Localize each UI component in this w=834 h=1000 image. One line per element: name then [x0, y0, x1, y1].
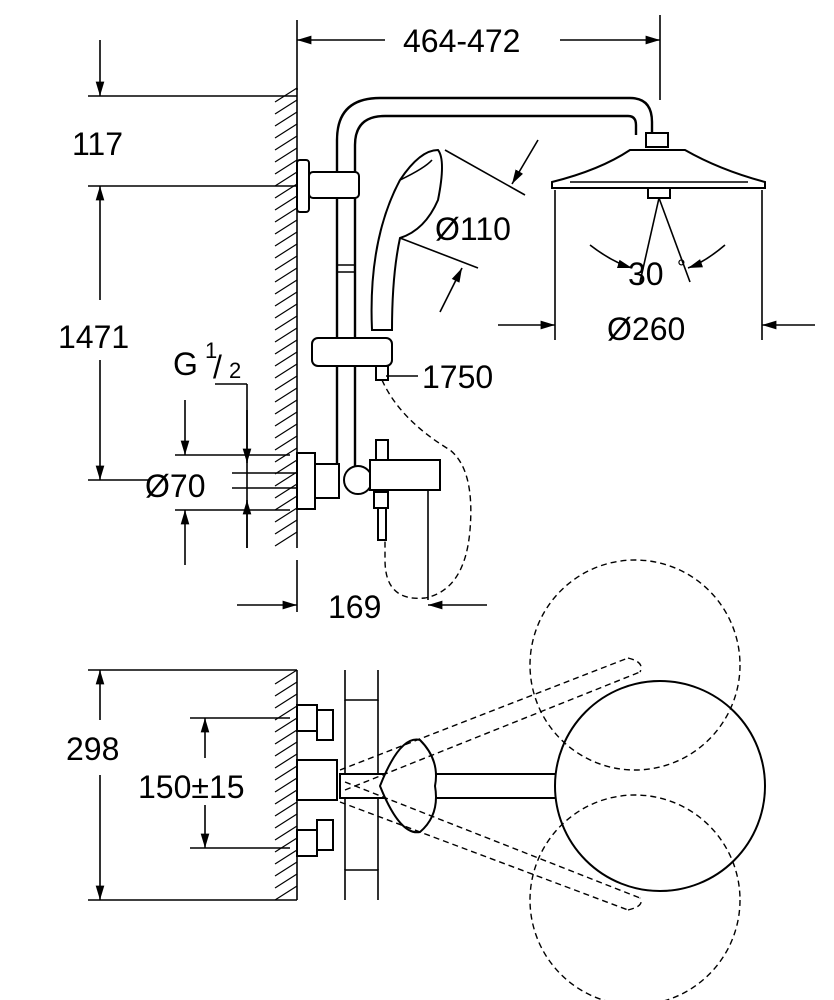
plan-view: [88, 559, 766, 1000]
dim-thread-letter: G: [173, 346, 198, 382]
dim-top-offset: 117: [72, 126, 123, 162]
side-elevation: [88, 15, 815, 612]
dim-inlet-centres: 150±15: [138, 769, 245, 805]
dim-thread-numerator: 1: [205, 338, 217, 363]
dim-spout-projection: 169: [328, 589, 381, 625]
dim-tilt-unit: °: [677, 255, 686, 280]
inlet-pipe: [232, 472, 297, 489]
dim-hand-shower-dia: Ø110: [435, 211, 511, 247]
dimension-lines-side: [88, 15, 815, 612]
hand-shower: [311, 148, 443, 381]
wall-hatch-upper: [274, 87, 298, 548]
dim-escutcheon-dia: Ø70: [145, 468, 205, 504]
hose: [381, 379, 472, 600]
shower-head-plan: [554, 680, 766, 892]
shower-head-side: [551, 132, 766, 340]
arm-rotated: [339, 657, 642, 911]
dim-hose-length: 1750: [422, 359, 493, 395]
dim-head-dia: Ø260: [607, 311, 685, 347]
dim-head-tilt: 30: [628, 256, 664, 292]
dim-arm-reach: 464-472: [403, 23, 520, 59]
shower-head-rotated-lower: [529, 794, 741, 1000]
dim-thread-slash: /: [213, 349, 222, 385]
shower-head-rotated-upper: [529, 559, 741, 771]
dim-thread-denominator: 2: [229, 358, 241, 383]
wall-hatch-lower: [274, 669, 298, 901]
wall-bracket: [296, 159, 360, 213]
dim-overall-width: 298: [66, 731, 119, 767]
dim-riser-height: 1471: [58, 319, 129, 355]
hand-shower-plan: [378, 738, 437, 834]
dimension-lines-plan: [88, 669, 297, 901]
riser-rail: [335, 96, 654, 470]
thermostat-mixer: [296, 439, 441, 600]
mixer-plan: [296, 670, 379, 900]
